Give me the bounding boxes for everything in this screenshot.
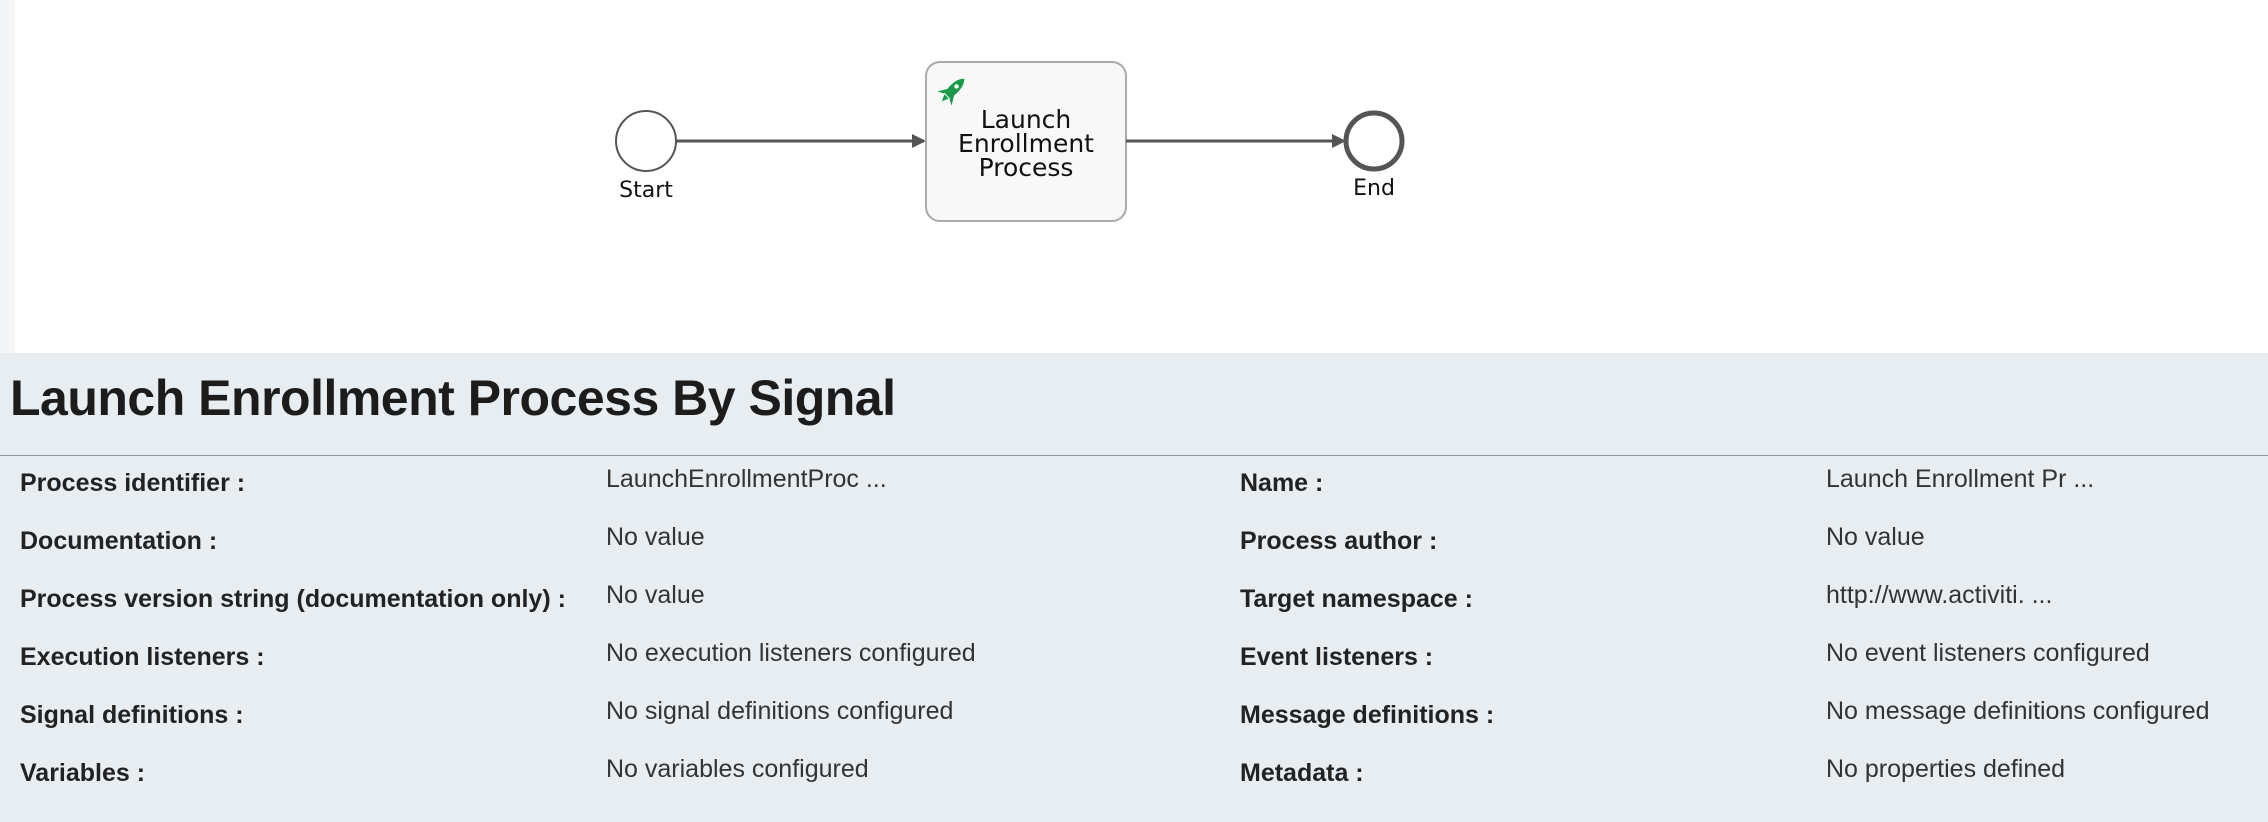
property-value-target-namespace[interactable]: http://www.activiti. ...: [1826, 581, 2053, 609]
canvas-left-gutter: [0, 0, 15, 353]
property-label-signal-definitions: Signal definitions :: [20, 701, 244, 729]
end-event-label: End: [1353, 176, 1395, 201]
property-label-process-version: Process version string (documentation on…: [20, 585, 566, 613]
property-value-execution-listeners[interactable]: No execution listeners configured: [606, 639, 976, 667]
start-event-label: Start: [619, 178, 673, 203]
title-divider: [0, 455, 2268, 456]
property-label-name: Name :: [1240, 469, 1324, 497]
property-label-documentation: Documentation :: [20, 527, 218, 555]
property-label-message-definitions: Message definitions :: [1240, 701, 1495, 729]
property-value-name[interactable]: Launch Enrollment Pr ...: [1826, 465, 2095, 493]
property-label-execution-listeners: Execution listeners :: [20, 643, 265, 671]
property-label-event-listeners: Event listeners :: [1240, 643, 1434, 671]
property-label-variables: Variables :: [20, 759, 146, 787]
property-row: Execution listeners : No execution liste…: [0, 637, 2268, 695]
property-value-documentation[interactable]: No value: [606, 523, 705, 551]
property-label-process-author: Process author :: [1240, 527, 1438, 555]
property-value-signal-definitions[interactable]: No signal definitions configured: [606, 697, 954, 725]
end-event[interactable]: [1343, 110, 1405, 172]
properties-title: Launch Enrollment Process By Signal: [10, 370, 896, 426]
property-value-metadata[interactable]: No properties defined: [1826, 755, 2066, 783]
task-label-line-3: Process: [979, 153, 1074, 182]
process-canvas[interactable]: Start Launch Enrollment Process End: [0, 0, 2268, 353]
property-row: Process identifier : LaunchEnrollmentPro…: [0, 463, 2268, 521]
start-event[interactable]: [615, 110, 677, 172]
properties-panel: Launch Enrollment Process By Signal Proc…: [0, 353, 2268, 822]
bpmn-diagram: Start Launch Enrollment Process End: [615, 61, 1405, 222]
property-row: Signal definitions : No signal definitio…: [0, 695, 2268, 753]
property-row: Variables : No variables configured Meta…: [0, 753, 2268, 811]
property-row: Documentation : No value Process author …: [0, 521, 2268, 579]
rocket-icon: [937, 78, 965, 106]
property-value-process-author[interactable]: No value: [1826, 523, 1925, 551]
property-value-message-definitions[interactable]: No message definitions configured: [1826, 697, 2210, 725]
property-value-event-listeners[interactable]: No event listeners configured: [1826, 639, 2150, 667]
property-label-target-namespace: Target namespace :: [1240, 585, 1473, 613]
property-label-metadata: Metadata :: [1240, 759, 1364, 787]
property-label-process-identifier: Process identifier :: [20, 469, 246, 497]
task-label-line-1: Launch: [981, 105, 1072, 134]
property-row: Process version string (documentation on…: [0, 579, 2268, 637]
property-value-variables[interactable]: No variables configured: [606, 755, 869, 783]
property-value-process-identifier[interactable]: LaunchEnrollmentProc ...: [606, 465, 887, 493]
property-value-process-version[interactable]: No value: [606, 581, 705, 609]
task-label-line-2: Enrollment: [958, 129, 1094, 158]
